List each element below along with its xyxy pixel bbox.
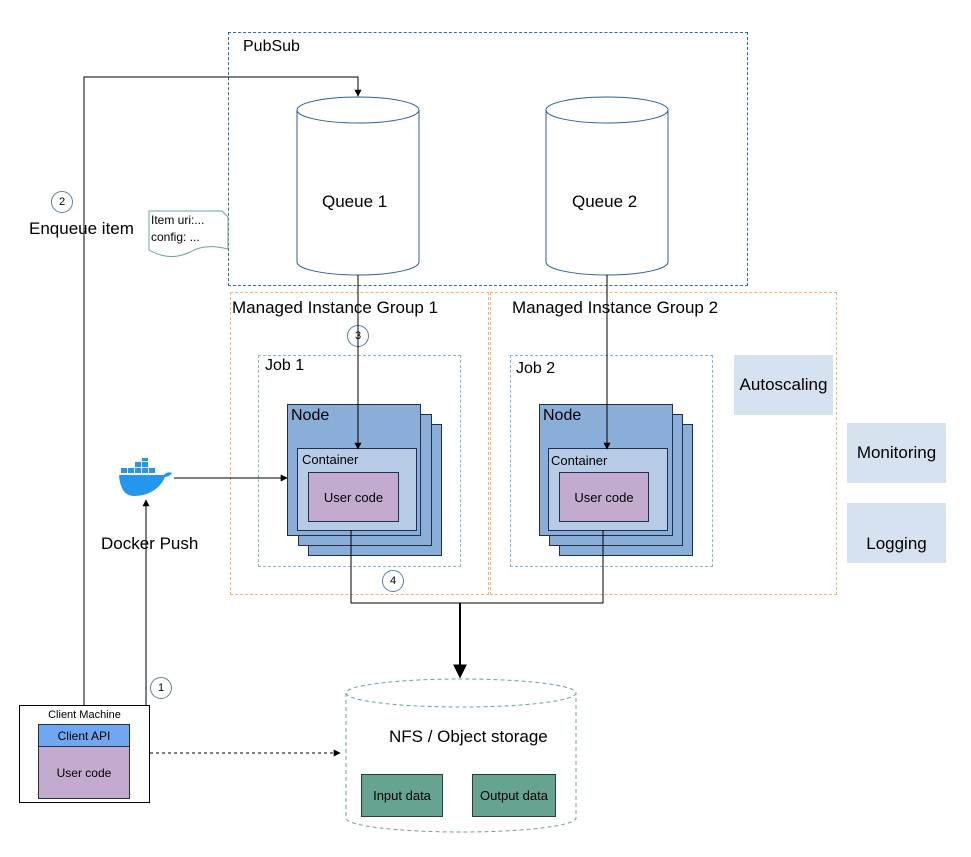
enqueue-label: Enqueue item [29, 219, 134, 238]
node-1-label: Node [291, 407, 330, 424]
pubsub-region [228, 32, 748, 286]
logging-box: Logging [847, 503, 946, 563]
client-api-box: Client API [38, 724, 130, 747]
job-2-region [510, 355, 713, 567]
user-code-1: User code [308, 472, 399, 522]
monitoring-box: Monitoring [847, 423, 946, 483]
job-2-title: Job 2 [516, 360, 556, 377]
note-line-1: Item uri:... [151, 213, 205, 227]
autoscaling-box: Autoscaling [734, 355, 833, 415]
node-2: Node Container User code [539, 404, 673, 536]
storage-title: NFS / Object storage [389, 727, 548, 746]
docker-push-label: Docker Push [101, 534, 199, 553]
mig-2-title: Managed Instance Group 2 [512, 298, 719, 317]
client-user-code-box: User code [38, 746, 130, 799]
container-2-label: Container [551, 453, 608, 468]
step-1-badge: 1 [150, 677, 172, 699]
mig-2-region [490, 292, 837, 595]
container-2: Container User code [548, 448, 668, 531]
job-1-title: Job 1 [265, 357, 305, 374]
queue-2-label: Queue 2 [572, 192, 638, 211]
step-4-badge: 4 [382, 570, 404, 592]
input-data-box: Input data [361, 774, 443, 817]
container-1: Container User code [297, 448, 417, 531]
container-1-label: Container [302, 452, 359, 467]
node-1: Node Container User code [287, 404, 421, 536]
pubsub-title: PubSub [243, 38, 300, 55]
mig-1-title: Managed Instance Group 1 [232, 298, 439, 317]
step-2-badge: 2 [51, 191, 73, 213]
note-line-2: config: ... [151, 230, 200, 244]
output-data-box: Output data [472, 774, 556, 817]
client-machine: Client Machine Client API User code [19, 705, 150, 803]
node-2-label: Node [543, 407, 582, 424]
client-machine-title: Client Machine [48, 709, 121, 721]
queue-1-label: Queue 1 [322, 192, 388, 211]
docker-whale-icon [119, 458, 172, 496]
user-code-2: User code [559, 472, 649, 522]
step-3-badge: 3 [347, 325, 369, 347]
